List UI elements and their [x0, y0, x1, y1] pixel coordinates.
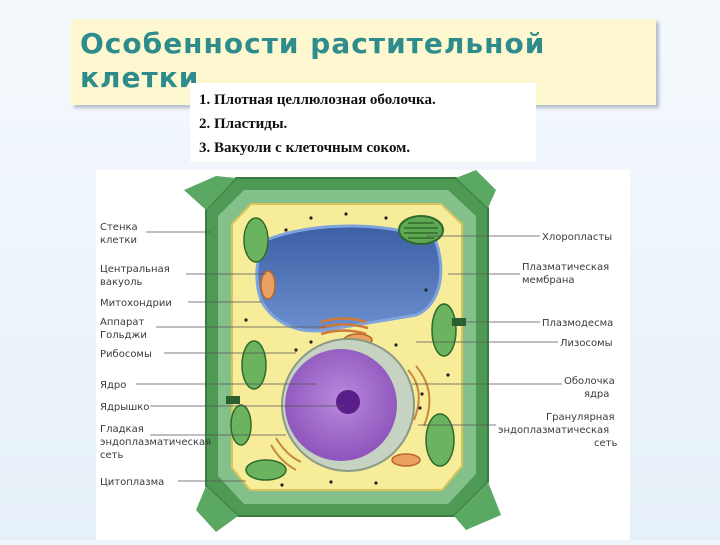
- label-central-vacuole-2: вакуоль: [100, 277, 142, 288]
- label-smooth-er: Гладкая: [100, 424, 144, 435]
- label-nuclear-envelope: Оболочка: [564, 376, 615, 387]
- label-golgi: Аппарат: [100, 317, 145, 328]
- feature-item: 1. Плотная целлюлозная оболочка.: [199, 92, 436, 109]
- mitochondrion: [392, 454, 420, 466]
- label-smooth-er-2: эндоплазматическая: [100, 437, 211, 448]
- label-nucleus: Ядро: [100, 380, 126, 391]
- chloroplast: [399, 216, 443, 244]
- label-nuclear-envelope-2: ядра: [584, 389, 609, 400]
- feature-item: 3. Вакуоли с клеточным соком.: [199, 140, 410, 157]
- label-mitochondria: Митохондрии: [100, 298, 172, 309]
- label-ribosomes: Рибосомы: [100, 349, 152, 360]
- label-rough-er-2: эндоплазматическая: [498, 425, 609, 436]
- chloroplast: [231, 405, 251, 445]
- label-cell-wall: Стенка: [100, 222, 138, 233]
- label-plasma-membrane-2: мембрана: [522, 275, 575, 286]
- mitochondrion: [261, 271, 275, 299]
- plant-cell-diagram: Стенка клетки Центральная вакуоль Митохо…: [96, 170, 630, 540]
- label-nucleolus: Ядрышко: [100, 402, 149, 413]
- label-golgi-2: Гольджи: [100, 330, 147, 341]
- feature-item: 2. Пластиды.: [199, 116, 287, 133]
- label-plasma-membrane: Плазматическая: [522, 262, 609, 273]
- label-cell-wall-2: клетки: [100, 235, 137, 246]
- label-plasmodesma: Плазмодесма: [542, 318, 613, 329]
- plasmodesma: [452, 318, 466, 326]
- label-chloroplasts: Хлоропласты: [542, 232, 612, 243]
- label-smooth-er-3: сеть: [100, 450, 123, 461]
- label-lysosomes: Лизосомы: [560, 338, 613, 349]
- features-list: 1. Плотная целлюлозная оболочка. 2. Плас…: [190, 83, 536, 162]
- label-cytoplasm: Цитоплазма: [100, 477, 164, 488]
- chloroplast: [242, 341, 266, 389]
- chloroplast: [246, 460, 286, 480]
- label-central-vacuole: Центральная: [100, 264, 170, 275]
- plant-cell-svg: Стенка клетки Центральная вакуоль Митохо…: [96, 170, 630, 540]
- label-rough-er-3: сеть: [594, 438, 617, 449]
- chloroplast: [432, 304, 456, 356]
- nucleolus: [336, 390, 360, 414]
- chloroplast: [426, 414, 454, 466]
- chloroplast: [244, 218, 268, 262]
- plasmodesma: [226, 396, 240, 404]
- label-rough-er: Гранулярная: [546, 412, 614, 423]
